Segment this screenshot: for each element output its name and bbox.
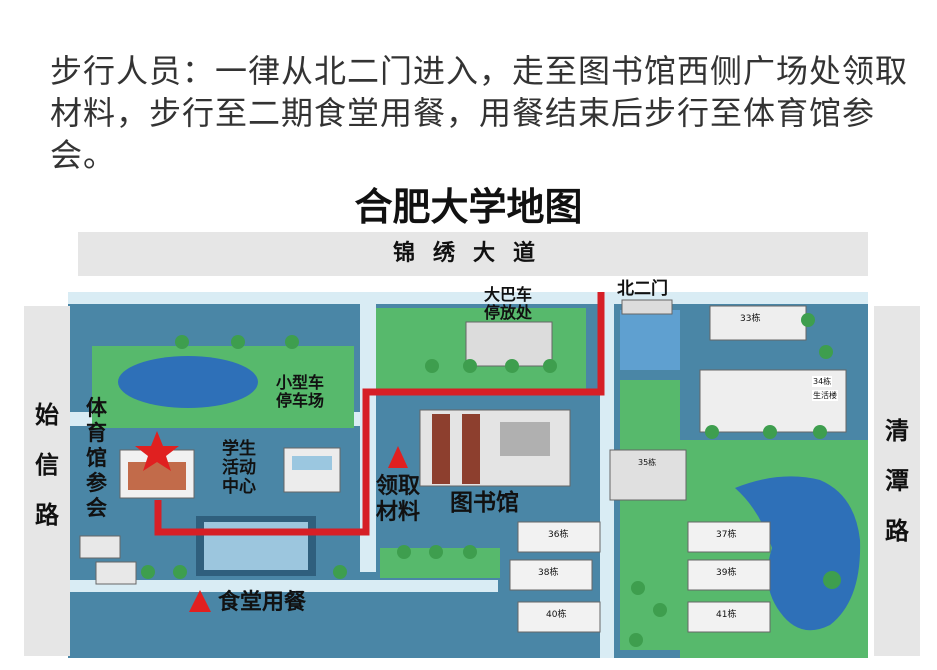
building-35-label: 35栋 xyxy=(638,458,657,467)
car-parking-line: 停车场 xyxy=(276,391,325,411)
building-33-label: 33栋 xyxy=(740,314,761,324)
gym-star-marker xyxy=(135,431,179,471)
road-qingtan: 清 潭 路 xyxy=(874,306,920,656)
building-35 xyxy=(609,449,687,501)
building-34-label: 34栋 xyxy=(812,376,833,388)
bus-parking-line: 大巴车 xyxy=(484,285,533,304)
gym-meeting-char: 体 xyxy=(86,396,107,420)
materials-marker xyxy=(388,446,408,468)
building-34-sub-label: 生活楼 xyxy=(812,390,838,402)
building-40-label: 40栋 xyxy=(546,610,567,620)
road-shixin-char: 始 xyxy=(35,401,59,429)
bus-parking-building xyxy=(465,321,553,367)
student-center-label: 学生 活动 中心 xyxy=(222,440,256,497)
bus-parking-line: 停放处 xyxy=(484,303,533,323)
library-label: 图书馆 xyxy=(450,490,519,516)
road-shixin-char: 路 xyxy=(35,501,59,529)
canteen-label: 食堂用餐 xyxy=(218,590,307,615)
map-title: 合肥大学地图 xyxy=(354,185,583,229)
building-40 xyxy=(517,601,601,633)
building-36-label: 36栋 xyxy=(548,530,569,540)
small-building xyxy=(79,535,121,559)
building-36 xyxy=(517,521,601,553)
student-center-line: 学生 xyxy=(222,439,256,459)
small-building xyxy=(95,561,137,585)
get-materials-line: 材料 xyxy=(376,500,421,525)
building-37-label: 37栋 xyxy=(716,530,737,540)
north-gate-label: 北二门 xyxy=(617,279,668,299)
intro-text: 步行人员：一律从北二门进入，走至图书馆西侧广场处领取材料，步行至二期食堂用餐，用… xyxy=(50,52,909,174)
gate-booth xyxy=(621,299,673,315)
trees xyxy=(141,313,841,647)
lake xyxy=(735,476,861,631)
canteen-marker xyxy=(189,590,211,612)
car-parking-label: 小型车 停车场 xyxy=(276,373,325,411)
road-shixin-char: 信 xyxy=(35,451,59,479)
gym-meeting-char: 育 xyxy=(86,421,107,445)
building-41 xyxy=(687,601,771,633)
internal-road xyxy=(68,292,868,304)
gym-meeting-char: 会 xyxy=(86,496,107,520)
get-materials-label: 领取 材料 xyxy=(376,474,420,526)
building-41-label: 41栋 xyxy=(716,610,737,620)
gym-meeting-label: 体 育 馆 参 会 xyxy=(86,396,107,521)
car-parking-line: 小型车 xyxy=(276,373,325,392)
gym-meeting-char: 参 xyxy=(86,471,107,495)
road-qingtan-char: 清 xyxy=(885,417,909,445)
bus-parking-label: 大巴车 停放处 xyxy=(484,285,533,323)
grass-area xyxy=(620,380,680,650)
building-37 xyxy=(687,521,771,553)
student-center-line: 活动 xyxy=(222,458,256,478)
building-38 xyxy=(509,559,593,591)
lake xyxy=(118,356,258,408)
building-38-label: 38栋 xyxy=(538,568,559,578)
road-jinxiu: 锦绣大道 xyxy=(78,232,868,276)
building-39 xyxy=(687,559,771,591)
grass-area xyxy=(620,310,680,370)
internal-road xyxy=(68,580,498,592)
walking-route xyxy=(154,292,605,536)
road-qingtan-char: 潭 xyxy=(885,467,909,495)
student-center-line: 中心 xyxy=(222,477,256,497)
building-39-label: 39栋 xyxy=(716,568,737,578)
gym-meeting-char: 馆 xyxy=(86,446,107,470)
get-materials-line: 领取 xyxy=(376,474,421,499)
road-qingtan-char: 路 xyxy=(885,517,909,545)
road-shixin: 始 信 路 xyxy=(24,306,70,656)
